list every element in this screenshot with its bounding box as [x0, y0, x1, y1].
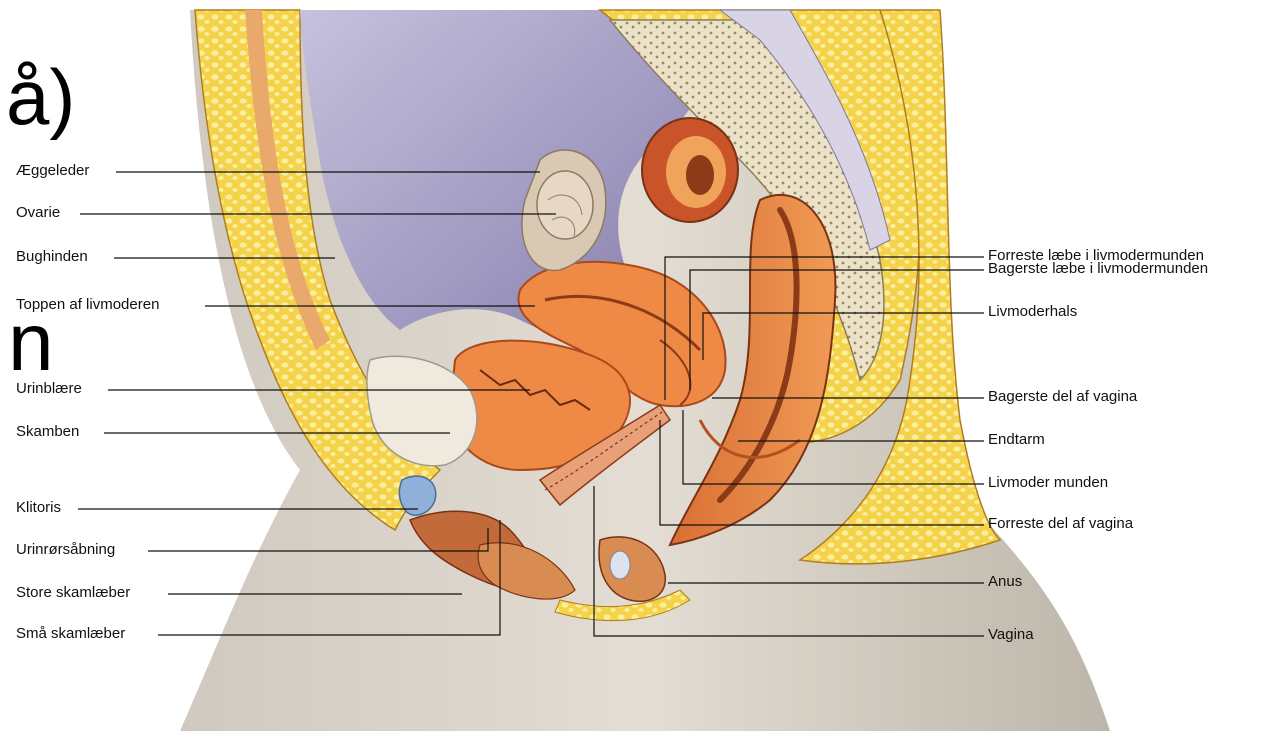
structure-label: Bagerste læbe i livmodermunden: [988, 261, 1208, 277]
structure-label: Forreste del af vagina: [988, 516, 1133, 532]
ovary: [537, 171, 593, 239]
structure-label: Klitoris: [16, 500, 61, 516]
structure-label: Bagerste del af vagina: [988, 389, 1137, 405]
structure-label: Livmoderhals: [988, 304, 1077, 320]
structure-label: Ovarie: [16, 205, 60, 221]
cropped-text-fragment: å): [6, 58, 75, 136]
structure-label: Toppen af livmoderen: [16, 297, 159, 313]
structure-label: Urinblære: [16, 381, 82, 397]
structure-label: Store skamlæber: [16, 585, 130, 601]
structure-label: Små skamlæber: [16, 626, 125, 642]
structure-label: Urinrørsåbning: [16, 542, 115, 558]
structure-label: Skamben: [16, 424, 79, 440]
cropped-text-fragment: n: [8, 302, 54, 384]
structure-label: Endtarm: [988, 432, 1045, 448]
structure-label: Livmoder munden: [988, 475, 1108, 491]
structure-label: Anus: [988, 574, 1022, 590]
structure-label: Æggeleder: [16, 163, 89, 179]
structure-label: Vagina: [988, 627, 1034, 643]
structure-label: Bughinden: [16, 249, 88, 265]
